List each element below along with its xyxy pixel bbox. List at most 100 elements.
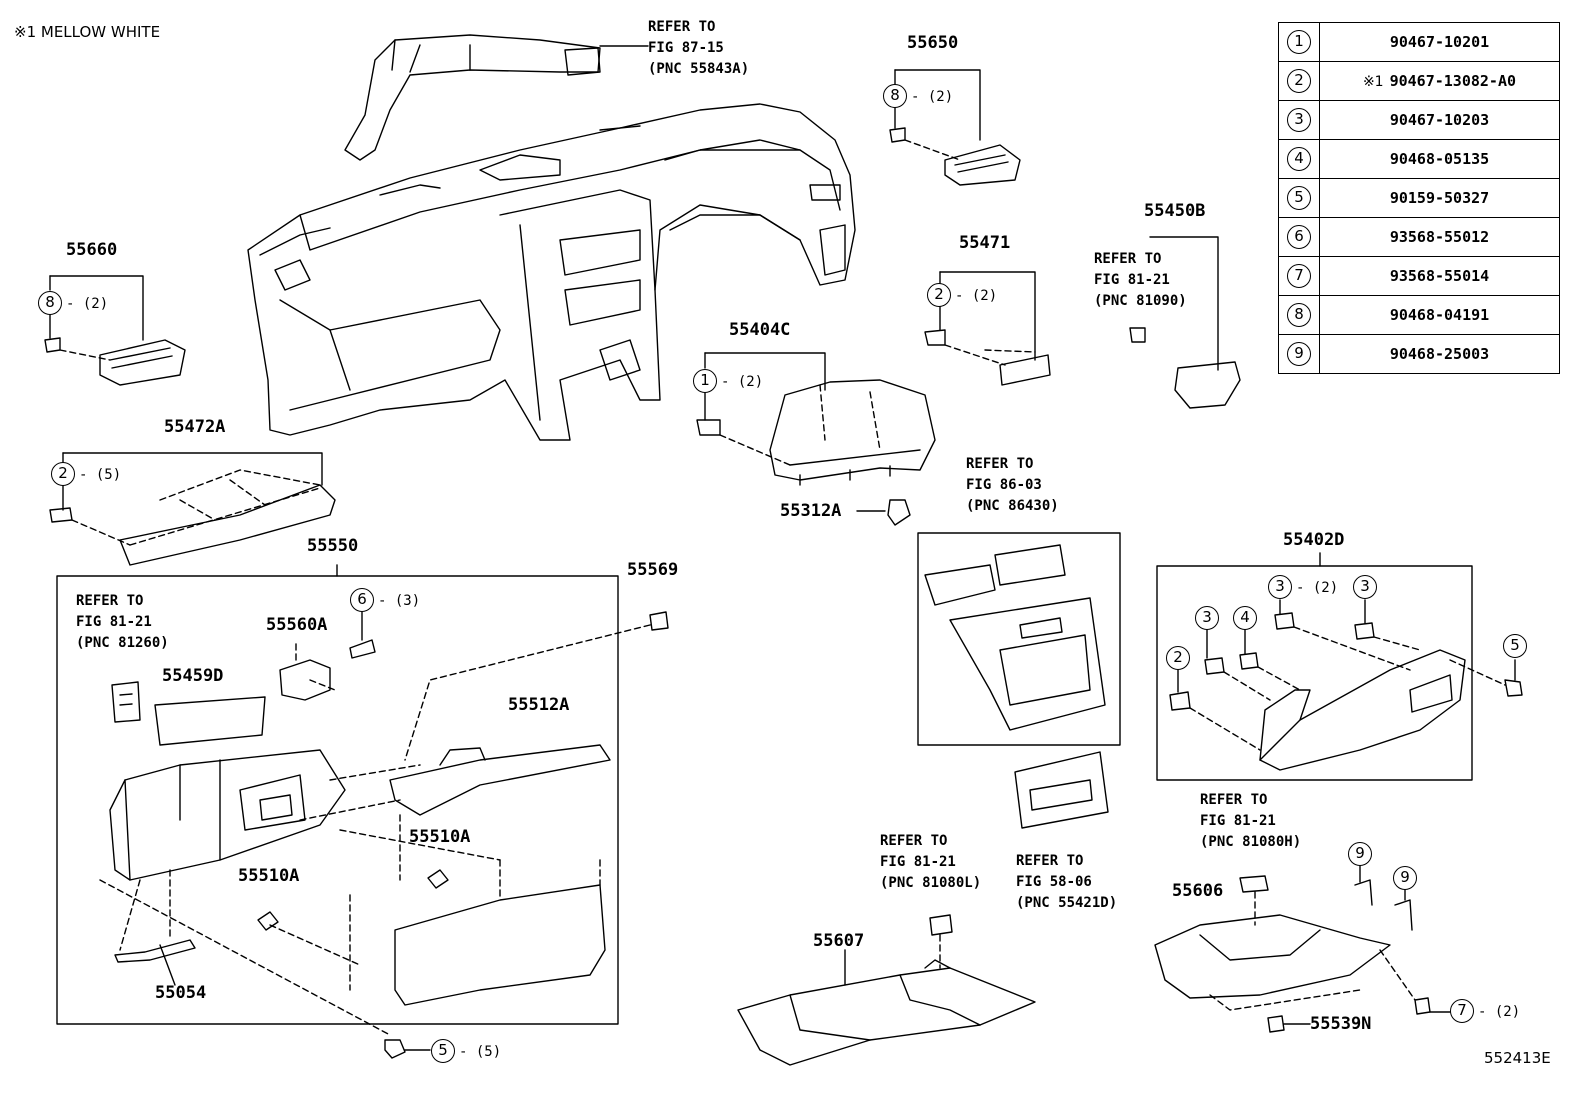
ref-line: FIG 81-21 — [1094, 272, 1170, 288]
ref-line: FIG 58-06 — [1016, 874, 1092, 890]
ref-line: REFER TO — [966, 456, 1034, 472]
legend-part-cell: 90467-10201 — [1319, 22, 1560, 62]
cluster-55404C-drawing — [696, 352, 936, 526]
part-label-55510A: 55510A — [238, 866, 300, 886]
callout-circle: 5 — [431, 1039, 455, 1063]
legend-part-number: 90159-50327 — [1389, 189, 1490, 207]
callout-circle: 2 — [51, 462, 75, 486]
callout-circle: 2 — [1166, 646, 1190, 670]
legend-part-number: 90467-10203 — [1389, 111, 1490, 129]
legend-number: 1 — [1287, 30, 1311, 54]
ref-line: FIG 81-21 — [76, 614, 152, 630]
callout-qty: - (5) — [459, 1044, 502, 1060]
ref-line: (PNC 81080L) — [880, 875, 982, 891]
legend-part-number: 90468-05135 — [1389, 150, 1490, 168]
under-cover-55606-drawing — [1154, 875, 1451, 1033]
dashboard-panel-drawing — [247, 103, 856, 441]
legend-number-cell: 3 — [1278, 100, 1320, 140]
ref-line: (PNC 81260) — [76, 635, 169, 651]
legend-number: 9 — [1287, 342, 1311, 366]
legend-number-cell: 7 — [1278, 256, 1320, 296]
ref-line: REFER TO — [880, 833, 948, 849]
part-label-55606: 55606 — [1172, 881, 1224, 901]
ref-line: (PNC 55421D) — [1016, 895, 1118, 911]
part-label-55510A: 55510A — [409, 827, 471, 847]
legend-number-cell: 9 — [1278, 334, 1320, 374]
ref-line: REFER TO — [1094, 251, 1162, 267]
legend-number-cell: 5 — [1278, 178, 1320, 218]
callout-qty: - (2) — [911, 89, 954, 105]
callout-qty: - (2) — [66, 296, 109, 312]
callout-circle: 3 — [1195, 606, 1219, 630]
ref-line: FIG 86-03 — [966, 477, 1042, 493]
vent-55660-drawing — [44, 275, 186, 386]
part-label-55404C: 55404C — [729, 320, 791, 340]
legend-row: 4 90468-05135 — [1278, 139, 1560, 179]
ref-line: (PNC 86430) — [966, 498, 1059, 514]
reference-81080H: REFER TO FIG 81-21 (PNC 81080H) — [1200, 790, 1301, 853]
part-label-55402D: 55402D — [1283, 530, 1345, 550]
callout-circle: 8 — [38, 291, 62, 315]
reference-86430: REFER TO FIG 86-03 (PNC 86430) — [966, 454, 1059, 517]
legend-part-cell: 90159-50327 — [1319, 178, 1560, 218]
callout-circle: 7 — [1450, 999, 1474, 1023]
figure-id: 552413E — [1484, 1049, 1551, 1067]
part-label-55607: 55607 — [813, 931, 865, 951]
legend-part-cell: 90468-05135 — [1319, 139, 1560, 179]
reference-81260: REFER TO FIG 81-21 (PNC 81260) — [76, 591, 169, 654]
legend-number: 5 — [1287, 186, 1311, 210]
part-label-55471: 55471 — [959, 233, 1011, 253]
part-label-55512A: 55512A — [508, 695, 570, 715]
reference-55421D: REFER TO FIG 58-06 (PNC 55421D) — [1016, 851, 1117, 914]
legend-number: 3 — [1287, 108, 1311, 132]
legend-number-cell: 2 — [1278, 61, 1320, 101]
ref-line: (PNC 55843A) — [648, 61, 750, 77]
legend-row: 9 90468-25003 — [1278, 334, 1560, 374]
legend-number-cell: 6 — [1278, 217, 1320, 257]
part-label-55660: 55660 — [66, 240, 118, 260]
part-label-55550: 55550 — [307, 536, 359, 556]
legend-part-cell: 93568-55014 — [1319, 256, 1560, 296]
legend-row: 5 90159-50327 — [1278, 178, 1560, 218]
callout-circle: 6 — [350, 588, 374, 612]
under-cover-55607-drawing — [737, 914, 1036, 1066]
vent-55650-drawing — [889, 69, 1021, 186]
ref-line: FIG 81-21 — [880, 854, 956, 870]
part-label-55312A: 55312A — [780, 501, 842, 521]
ref-line: (PNC 81090) — [1094, 293, 1187, 309]
legend-number: 8 — [1287, 303, 1311, 327]
callout-circle: 1 — [693, 369, 717, 393]
legend-number: 2 — [1287, 69, 1311, 93]
ref-line: REFER TO — [76, 593, 144, 609]
part-label-55459D: 55459D — [162, 666, 224, 686]
panel-55471-drawing — [924, 271, 1051, 386]
legend-part-number: 90467-13082-A0 — [1389, 72, 1517, 90]
callout-circle: 3 — [1353, 575, 1377, 599]
legend-number-cell: 1 — [1278, 22, 1320, 62]
callout-circle: 9 — [1393, 866, 1417, 890]
legend-part-cell: 90467-10203 — [1319, 100, 1560, 140]
legend-number: 4 — [1287, 147, 1311, 171]
legend-number: 6 — [1287, 225, 1311, 249]
legend-part-number: 93568-55014 — [1389, 267, 1490, 285]
ref-line: REFER TO — [1200, 792, 1268, 808]
legend-part-number: 90468-25003 — [1389, 345, 1490, 363]
defroster-duct-drawing — [344, 34, 649, 161]
legend-row: 7 93568-55014 — [1278, 256, 1560, 296]
callout-qty: - (2) — [955, 288, 998, 304]
legend-row: 3 90467-10203 — [1278, 100, 1560, 140]
legend-number: 7 — [1287, 264, 1311, 288]
ref-line: REFER TO — [1016, 853, 1084, 869]
callout-qty: - (5) — [79, 467, 122, 483]
reference-81090: REFER TO FIG 81-21 (PNC 81090) — [1094, 249, 1187, 312]
color-note: ※1 MELLOW WHITE — [14, 23, 161, 41]
legend-part-number: 90467-10201 — [1389, 33, 1490, 51]
ref-line: (PNC 81080H) — [1200, 834, 1302, 850]
part-label-55450B: 55450B — [1144, 201, 1206, 221]
